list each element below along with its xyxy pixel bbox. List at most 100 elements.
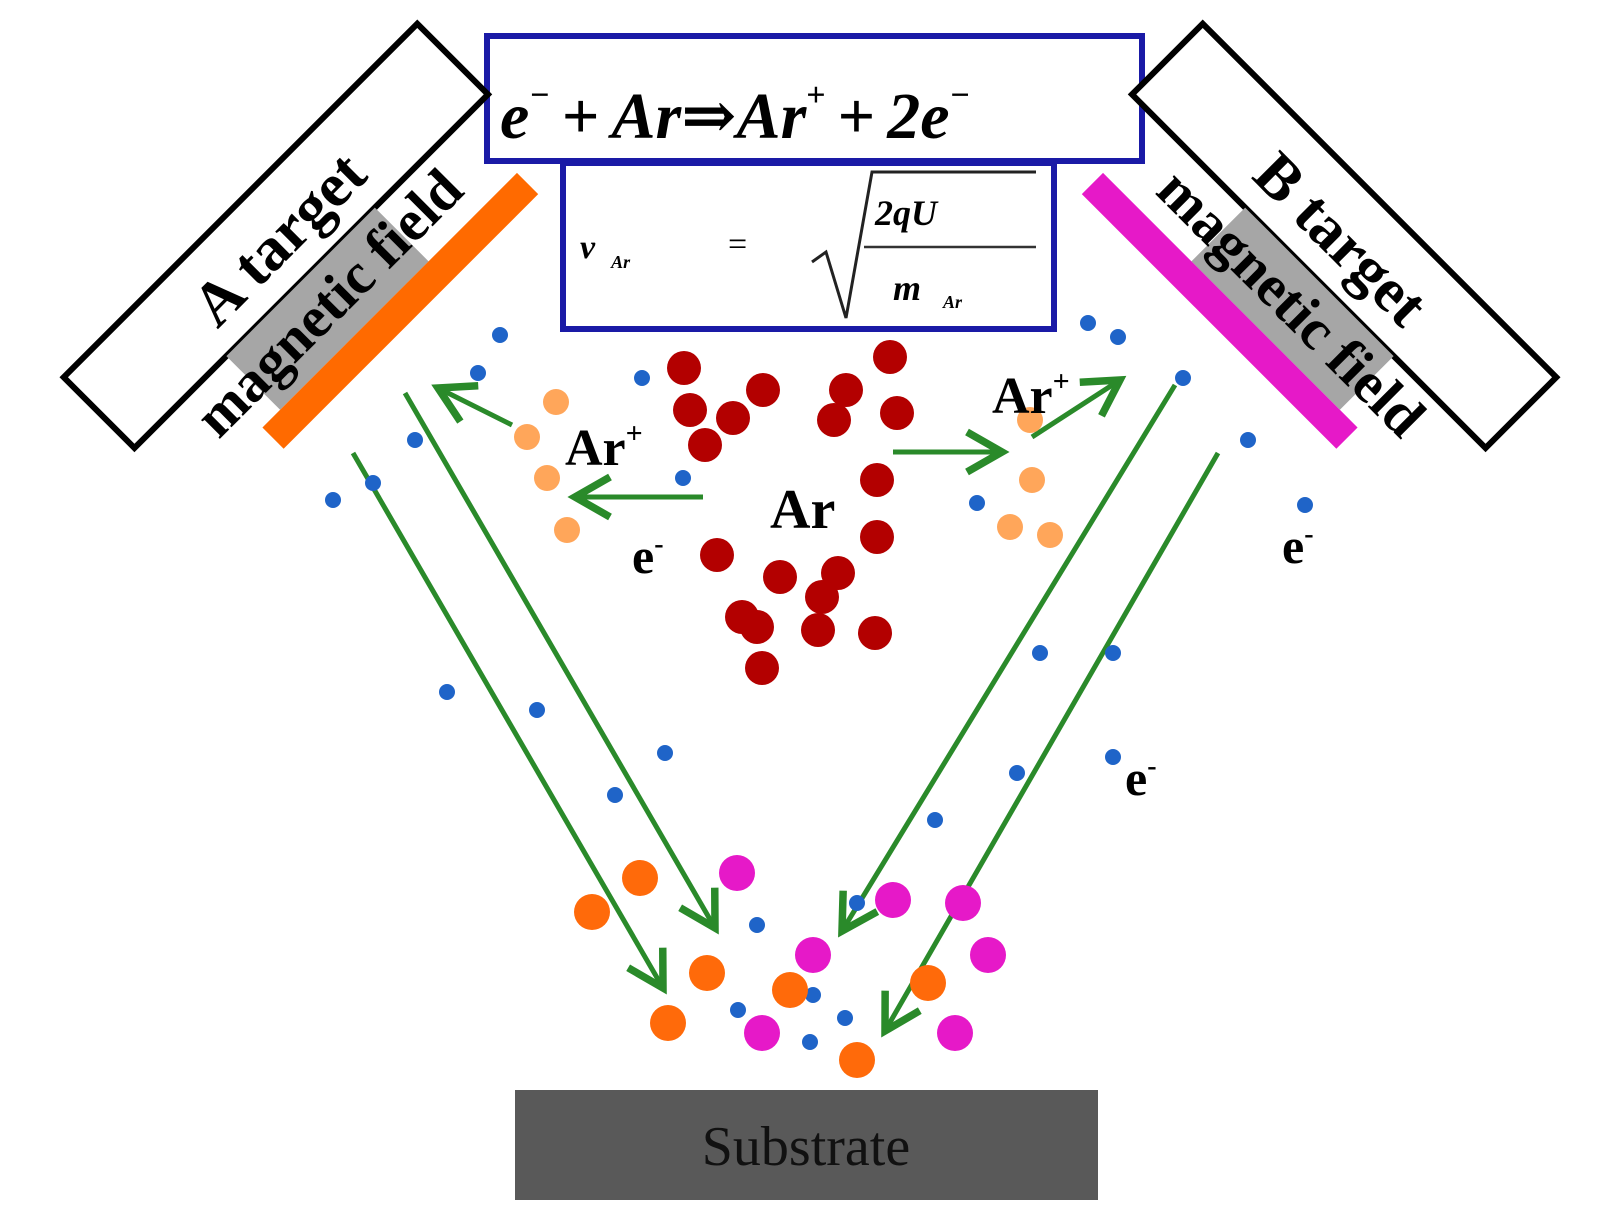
- electron: [969, 495, 985, 511]
- ar-atom-label: Ar: [770, 479, 835, 541]
- sputtered-b-particle: [937, 1015, 973, 1051]
- electron: [1080, 315, 1096, 331]
- argon-atom: [763, 560, 797, 594]
- electron: [1105, 749, 1121, 765]
- electron: [1105, 645, 1121, 661]
- sputtered-a-particle: [910, 965, 946, 1001]
- argon-ions: [514, 389, 1063, 548]
- sputtered-a-particle: [622, 860, 658, 896]
- b-target-plate: [1081, 172, 1358, 449]
- electron: [675, 470, 691, 486]
- a-target-box: [59, 19, 493, 453]
- electron: [1032, 645, 1048, 661]
- electron: [730, 1002, 746, 1018]
- argon-atom: [829, 373, 863, 407]
- argon-atom: [873, 340, 907, 374]
- argon-atom: [858, 616, 892, 650]
- electrons: [325, 315, 1313, 1050]
- arrow-ion-to-b-target: [1030, 375, 1127, 440]
- arrow-b-to-substrate-2: [881, 451, 1221, 1038]
- electron: [492, 327, 508, 343]
- ar-ion-label-right: Ar+: [992, 365, 1070, 425]
- argon-ion: [1037, 522, 1063, 548]
- electron: [1297, 497, 1313, 513]
- arrow-ion-to-a-target: [431, 382, 514, 428]
- argon-atom: [673, 393, 707, 427]
- argon-ion: [1017, 407, 1043, 433]
- argon-atom: [801, 613, 835, 647]
- argon-ion: [997, 514, 1023, 540]
- electron-label-right-lower: e-: [1125, 750, 1157, 806]
- argon-atom: [700, 538, 734, 572]
- argon-ion: [543, 389, 569, 415]
- argon-ion: [1019, 467, 1045, 493]
- arrow-b-to-substrate-1: [838, 383, 1178, 938]
- sputtered-b-particle: [795, 937, 831, 973]
- argon-atom: [805, 580, 839, 614]
- argon-atom: [817, 403, 851, 437]
- square-root-sign: [811, 170, 1036, 319]
- sputtered-b-particle: [875, 882, 911, 918]
- sputtered-b-particle: [945, 885, 981, 921]
- electron: [1110, 329, 1126, 345]
- sputtered-a-particle: [650, 1005, 686, 1041]
- electron: [1009, 765, 1025, 781]
- sputtered-a-particle: [574, 894, 610, 930]
- argon-ion: [554, 517, 580, 543]
- argon-atoms: [667, 340, 914, 685]
- a-target-plate: [262, 172, 539, 449]
- argon-atom: [688, 428, 722, 462]
- argon-ion: [534, 465, 560, 491]
- electron-label-right-upper: e-: [1282, 518, 1314, 574]
- electron: [1240, 432, 1256, 448]
- arrow-a-to-substrate-2: [350, 451, 667, 995]
- electron: [802, 1034, 818, 1050]
- argon-atom: [880, 396, 914, 430]
- sputtered-a-particle: [689, 955, 725, 991]
- b-magnetic-field-region: [1191, 207, 1394, 410]
- velocity-equals: =: [728, 226, 747, 263]
- electron: [439, 684, 455, 700]
- argon-atom: [740, 610, 774, 644]
- arrows: [350, 375, 1221, 1038]
- sputtered-b-particle: [970, 937, 1006, 973]
- electron-label-left: e-: [632, 528, 664, 584]
- electron: [749, 917, 765, 933]
- a-magnetic-field-region: [226, 207, 429, 410]
- electron: [1175, 370, 1191, 386]
- electron: [407, 432, 423, 448]
- argon-atom: [716, 401, 750, 435]
- substrate-block: [515, 1090, 1098, 1200]
- electron: [805, 987, 821, 1003]
- sputtered-b-particle: [719, 855, 755, 891]
- arrow-a-to-substrate-1: [402, 391, 719, 935]
- electron: [529, 702, 545, 718]
- argon-ion: [514, 424, 540, 450]
- argon-atom: [860, 463, 894, 497]
- substrate-label: Substrate: [702, 1116, 910, 1178]
- argon-atom: [667, 351, 701, 385]
- sputtered-b-particle: [744, 1015, 780, 1051]
- electron: [634, 370, 650, 386]
- argon-atom: [860, 520, 894, 554]
- electron: [365, 475, 381, 491]
- argon-atom: [746, 373, 780, 407]
- argon-atom: [821, 556, 855, 590]
- electron: [657, 745, 673, 761]
- a-target-assembly: A target magnetic field: [59, 19, 539, 453]
- electron: [470, 365, 486, 381]
- electron: [927, 812, 943, 828]
- electron: [849, 895, 865, 911]
- electron: [607, 787, 623, 803]
- sputtered-a-particles: [574, 860, 946, 1078]
- sputtered-a-particle: [839, 1042, 875, 1078]
- electron: [325, 492, 341, 508]
- argon-atom: [745, 651, 779, 685]
- sputtered-b-particles: [719, 855, 1006, 1051]
- sputtered-a-particle: [772, 972, 808, 1008]
- velocity-numerator: 2qU: [874, 193, 939, 233]
